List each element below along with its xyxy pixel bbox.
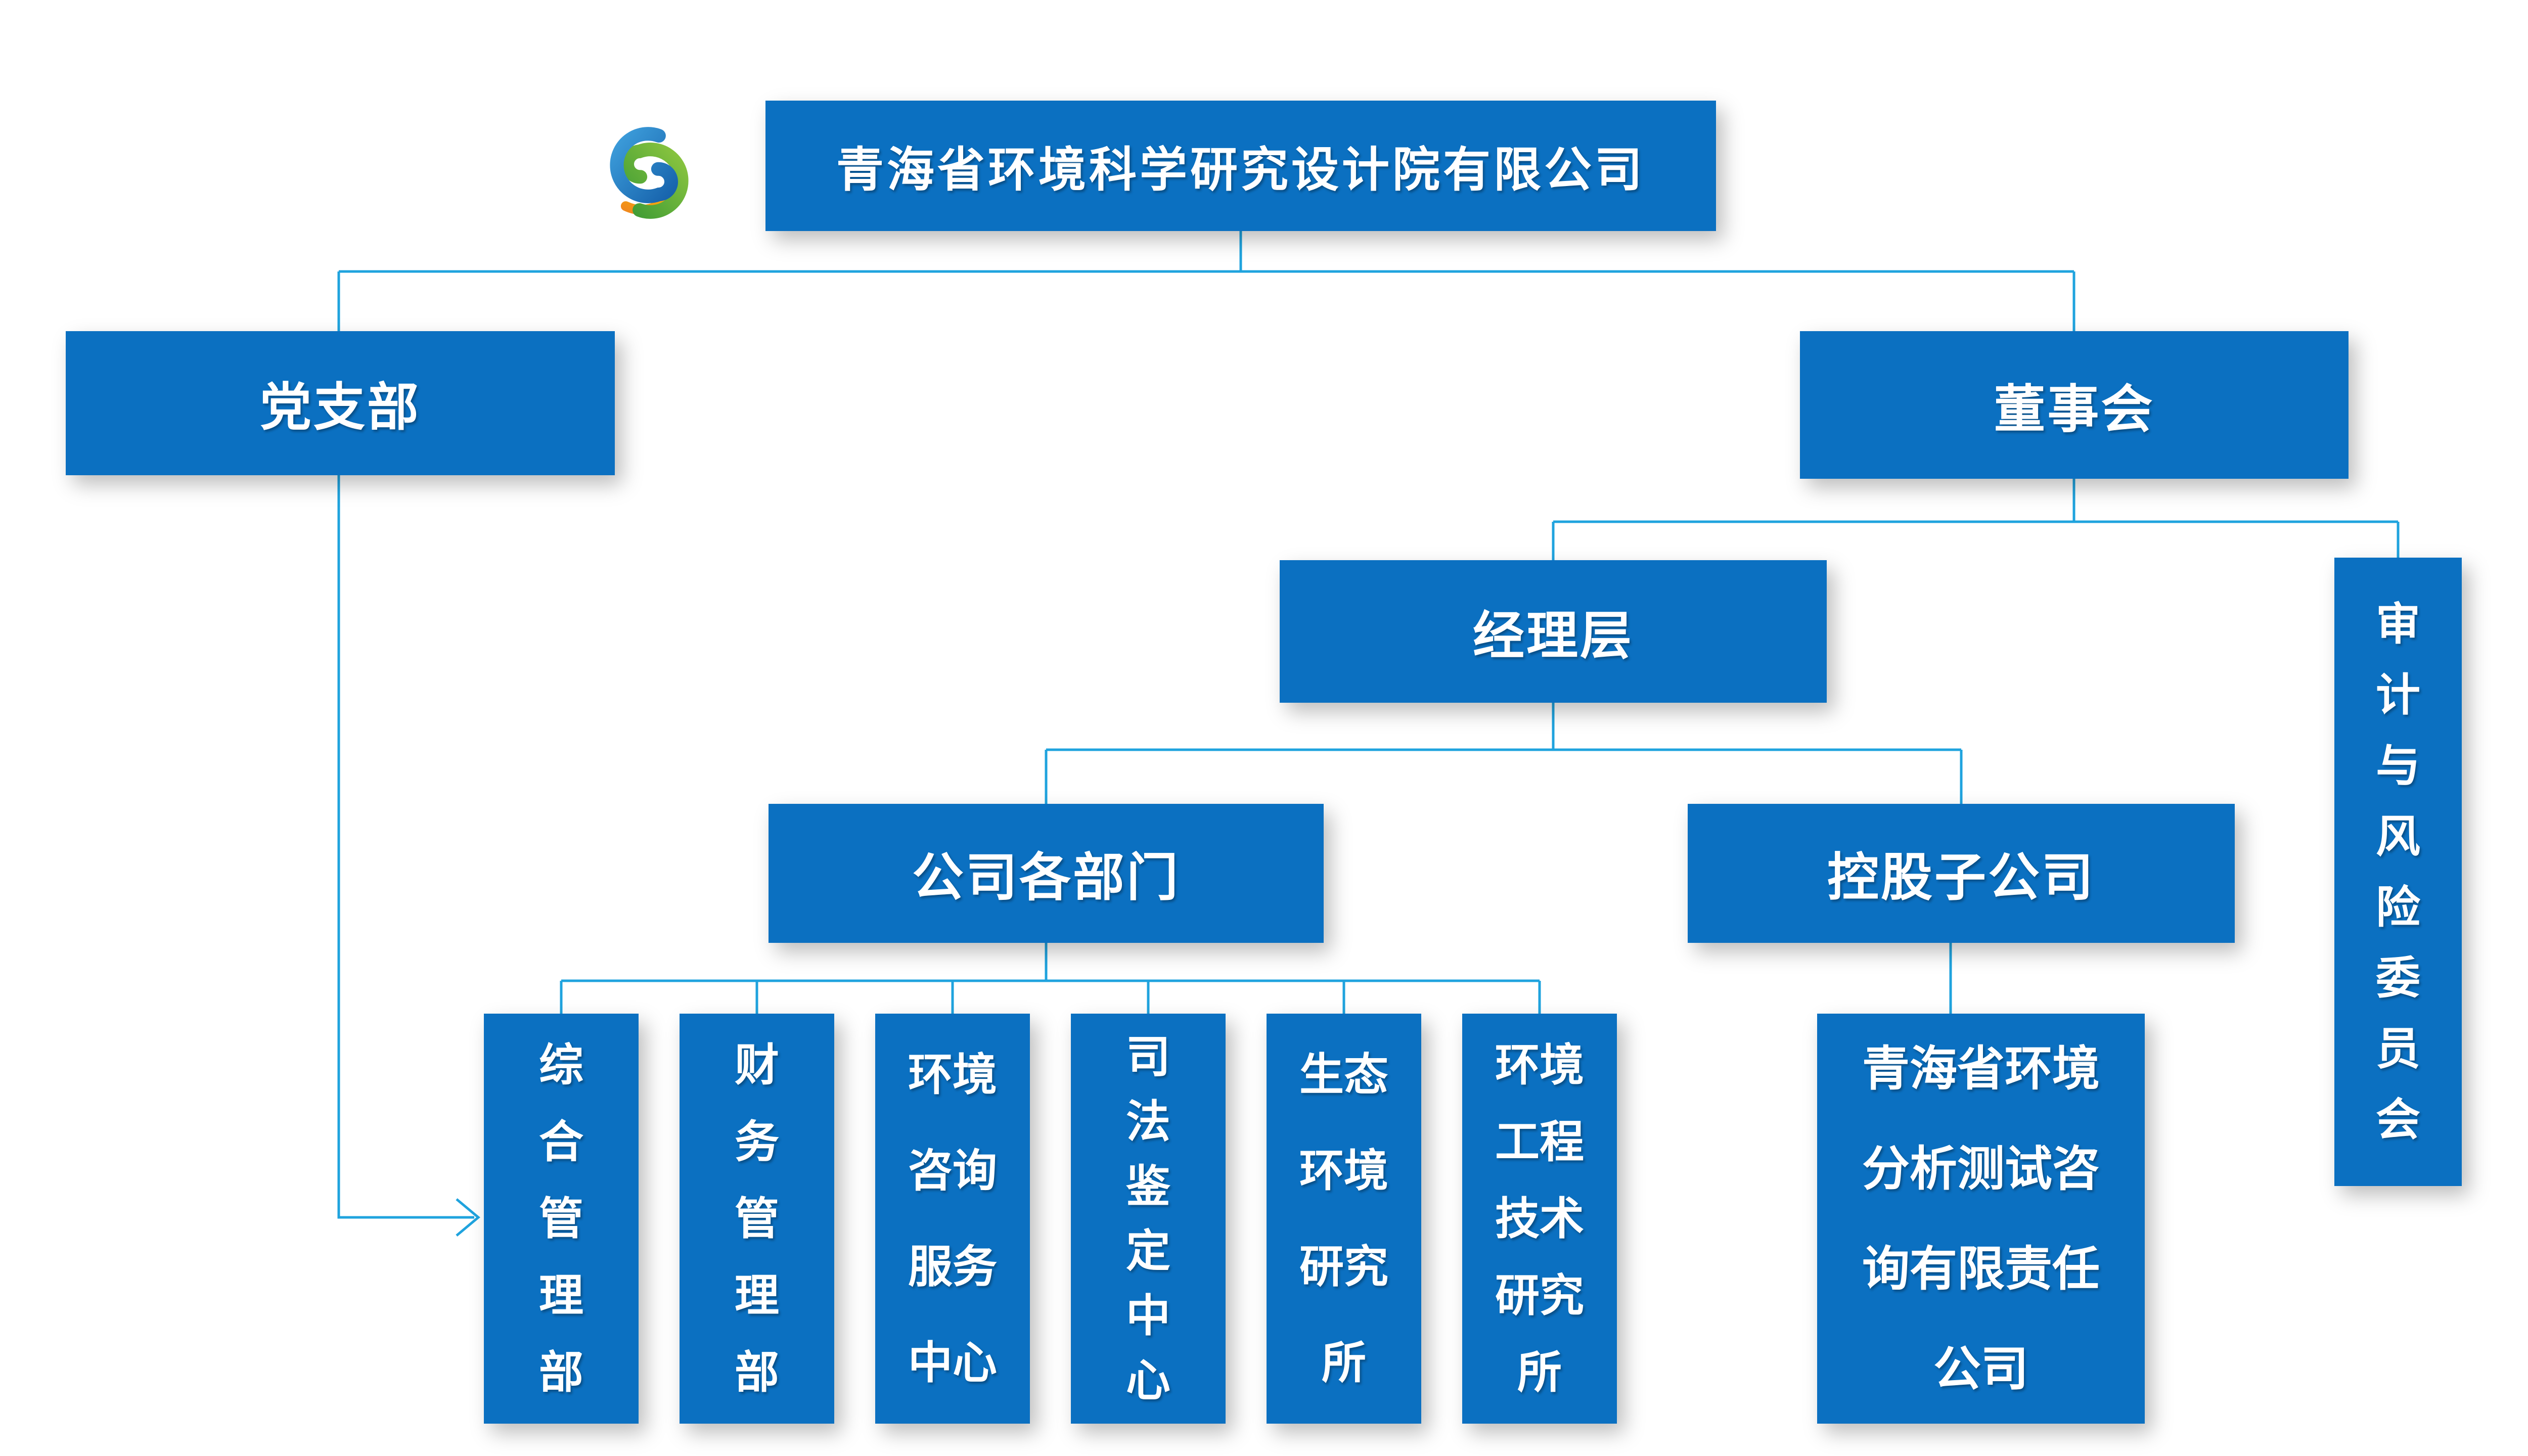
dept-judicial-appraisal-center-label: 司 法 鉴 定 中 心 xyxy=(1125,1031,1170,1405)
node-dept-env-consulting-center: 环境 咨询 服务 中心 xyxy=(875,1014,1030,1424)
node-dept-finance-management: 财 务 管 理 部 xyxy=(680,1014,834,1424)
dept-env-engineering-institute-label: 环境 工程 技术 研究 所 xyxy=(1495,1039,1584,1397)
connector-party-elbow xyxy=(337,475,474,1219)
arrow-head-icon xyxy=(456,1198,480,1237)
dept-general-management-label: 综 合 管 理 部 xyxy=(538,1039,583,1397)
node-party-branch: 党支部 xyxy=(66,331,615,475)
node-management: 经理层 xyxy=(1280,560,1827,703)
node-departments-group: 公司各部门 xyxy=(769,804,1324,943)
node-subsidiary-analysis-testing-company: 青海省环境 分析测试咨 询有限责任 公司 xyxy=(1817,1014,2145,1424)
departments-group-label: 公司各部门 xyxy=(912,849,1180,906)
node-dept-judicial-appraisal-center: 司 法 鉴 定 中 心 xyxy=(1071,1014,1226,1424)
management-label: 经理层 xyxy=(1473,607,1634,665)
node-board: 董事会 xyxy=(1800,331,2349,479)
party-branch-label: 党支部 xyxy=(260,379,421,436)
node-holding-group: 控股子公司 xyxy=(1688,804,2235,943)
company-title-label: 青海省环境科学研究设计院有限公司 xyxy=(836,143,1645,196)
node-dept-eco-environment-institute: 生态 环境 研究 所 xyxy=(1267,1014,1421,1424)
holding-group-label: 控股子公司 xyxy=(1827,849,2095,906)
board-label: 董事会 xyxy=(1994,380,2155,438)
dept-env-consulting-center-label: 环境 咨询 服务 中心 xyxy=(908,1049,997,1388)
company-logo xyxy=(591,114,708,232)
company-logo-icon xyxy=(610,127,689,219)
node-dept-env-engineering-institute: 环境 工程 技术 研究 所 xyxy=(1462,1014,1617,1424)
node-audit-risk-committee: 审 计 与 风 险 委 员 会 xyxy=(2334,558,2462,1186)
audit-risk-committee-label: 审 计 与 风 险 委 员 会 xyxy=(2375,599,2420,1145)
dept-eco-environment-institute-label: 生态 环境 研究 所 xyxy=(1299,1049,1388,1388)
subsidiary-analysis-testing-company-label: 青海省环境 分析测试咨 询有限责任 公司 xyxy=(1862,1041,2100,1395)
node-company-title: 青海省环境科学研究设计院有限公司 xyxy=(765,101,1716,231)
dept-finance-management-label: 财 务 管 理 部 xyxy=(734,1039,779,1397)
node-dept-general-management: 综 合 管 理 部 xyxy=(484,1014,639,1424)
